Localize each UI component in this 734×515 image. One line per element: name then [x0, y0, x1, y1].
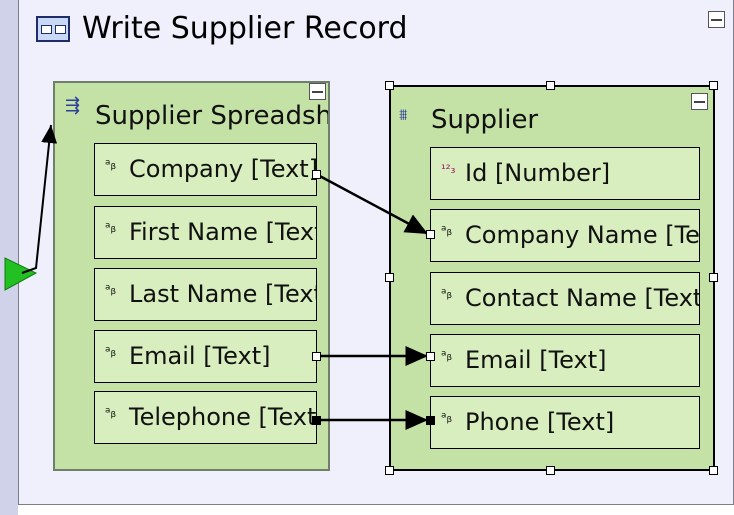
resize-handle-e[interactable] — [709, 273, 718, 282]
text-type-icon: ᵃᵦ — [441, 223, 453, 239]
target-collapse-button[interactable] — [691, 93, 708, 110]
target-field-email[interactable]: ᵃᵦ Email [Text] — [430, 334, 700, 387]
target-field-id[interactable]: ¹²₃ Id [Number] — [430, 147, 700, 200]
field-label: Email [Text] — [129, 342, 271, 370]
mapping-company[interactable] — [315, 172, 429, 236]
left-scroll-strip — [0, 0, 18, 515]
field-label: Phone [Text] — [465, 408, 615, 436]
field-label: Contact Name [Text] — [465, 284, 700, 312]
field-label: Company [Text] — [129, 155, 317, 183]
field-label: First Name [Text] — [129, 218, 317, 246]
field-label: Telephone [Text] — [129, 403, 317, 431]
resize-handle-se[interactable] — [709, 466, 718, 475]
field-label: Last Name [Text] — [129, 280, 317, 308]
record-collapse-button[interactable] — [708, 11, 725, 28]
resize-handle-w[interactable] — [385, 273, 394, 282]
text-type-icon: ᵃᵦ — [105, 282, 117, 298]
source-box-title: Supplier Spreadsheet — [95, 101, 330, 131]
port-target-company-name[interactable] — [426, 230, 435, 239]
port-target-email[interactable] — [426, 352, 435, 361]
port-source-telephone[interactable] — [312, 416, 321, 425]
input-port-icon[interactable] — [4, 257, 38, 291]
record-title: Write Supplier Record — [82, 11, 408, 46]
text-type-icon: ᵃᵦ — [105, 157, 117, 173]
target-field-company-name[interactable]: ᵃᵦ Company Name [Text] — [430, 209, 700, 262]
source-field-last-name[interactable]: ᵃᵦ Last Name [Text] — [94, 268, 317, 321]
resize-handle-n[interactable] — [546, 81, 555, 90]
text-type-icon: ᵃᵦ — [105, 220, 117, 236]
spreadsheet-icon: ⇶ — [65, 95, 81, 116]
text-type-icon: ᵃᵦ — [105, 344, 117, 360]
target-field-contact-name[interactable]: ᵃᵦ Contact Name [Text] — [430, 272, 700, 325]
field-label: Company Name [Text] — [465, 221, 700, 249]
resize-handle-ne[interactable] — [709, 81, 718, 90]
port-source-company[interactable] — [312, 170, 321, 179]
input-flow-line — [21, 124, 58, 274]
resize-handle-sw[interactable] — [385, 466, 394, 475]
database-table-icon: ⩩ — [399, 105, 408, 124]
source-collapse-button[interactable] — [309, 83, 326, 100]
source-field-first-name[interactable]: ᵃᵦ First Name [Text] — [94, 206, 317, 259]
text-type-icon: ᵃᵦ — [105, 405, 117, 421]
field-label: Email [Text] — [465, 346, 607, 374]
field-label: Id [Number] — [465, 159, 611, 187]
source-field-telephone[interactable]: ᵃᵦ Telephone [Text] — [94, 391, 317, 444]
text-type-icon: ᵃᵦ — [441, 286, 453, 302]
resize-handle-nw[interactable] — [385, 81, 394, 90]
port-target-phone[interactable] — [426, 416, 435, 425]
text-type-icon: ᵃᵦ — [441, 410, 453, 426]
target-box-title: Supplier — [431, 105, 539, 135]
resize-handle-s[interactable] — [546, 466, 555, 475]
source-field-email[interactable]: ᵃᵦ Email [Text] — [94, 330, 317, 383]
source-field-company[interactable]: ᵃᵦ Company [Text] — [94, 143, 317, 196]
target-field-phone[interactable]: ᵃᵦ Phone [Text] — [430, 396, 700, 449]
text-type-icon: ᵃᵦ — [441, 348, 453, 364]
record-icon — [36, 16, 70, 42]
number-type-icon: ¹²₃ — [441, 162, 456, 176]
port-source-email[interactable] — [312, 352, 321, 361]
